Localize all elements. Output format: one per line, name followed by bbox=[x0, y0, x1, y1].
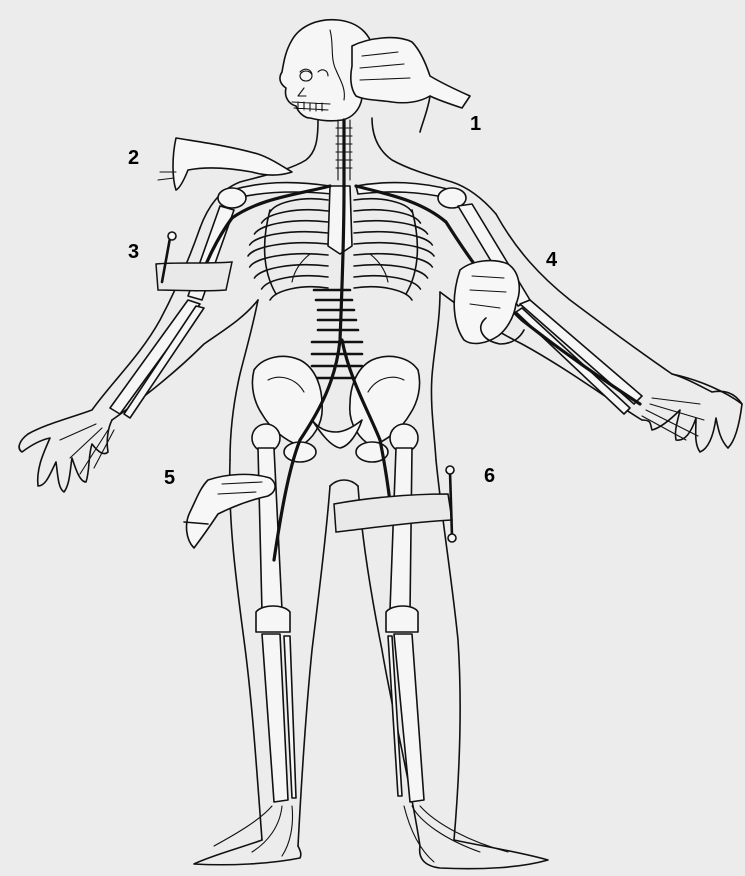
pressure-hand-4 bbox=[454, 261, 524, 344]
pressure-point-label-3: 3 bbox=[128, 242, 139, 262]
pressure-hand-1 bbox=[351, 38, 470, 132]
pressure-point-label-2: 2 bbox=[128, 148, 139, 168]
pressure-point-label-4: 4 bbox=[546, 250, 557, 270]
body-outline bbox=[19, 118, 742, 869]
pressure-hand-2 bbox=[158, 138, 292, 190]
rib-right bbox=[354, 287, 412, 300]
pressure-point-label-5: 5 bbox=[164, 468, 175, 488]
pressure-point-label-6: 6 bbox=[484, 466, 495, 486]
pressure-point-label-1: 1 bbox=[470, 114, 481, 134]
